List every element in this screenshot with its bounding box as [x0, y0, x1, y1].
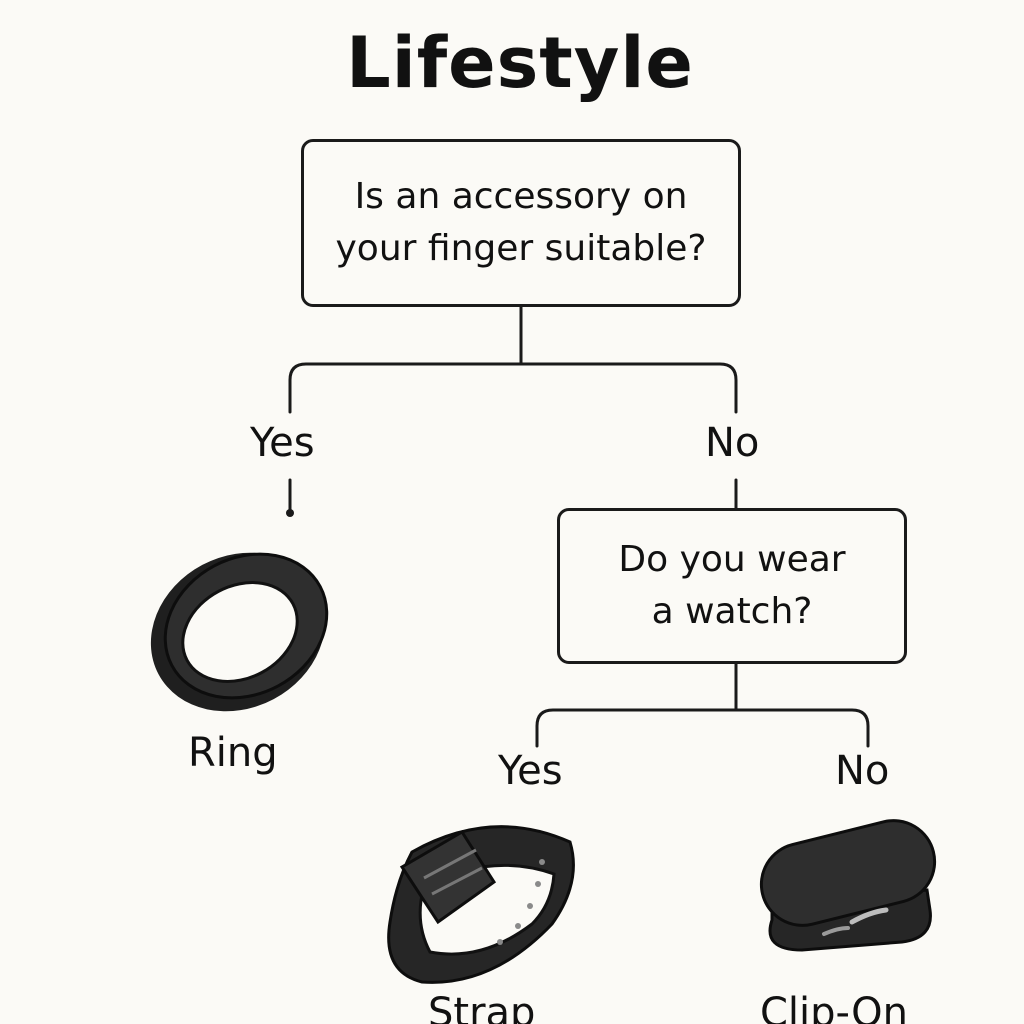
question-finger-box: Is an accessory on your finger suitable?	[301, 139, 741, 307]
strap-icon	[387, 825, 575, 984]
branch-label-finger-no: No	[705, 420, 760, 466]
question-watch-line1: Do you wear	[618, 539, 846, 580]
branch-label-watch-no: No	[835, 748, 890, 794]
connector-end-dot	[286, 509, 294, 517]
diagram-title: Lifestyle	[346, 22, 694, 104]
branch-label-finger-yes: Yes	[250, 420, 315, 466]
outcome-strap-label: Strap	[428, 990, 536, 1024]
question-finger-line1: Is an accessory on	[354, 176, 688, 217]
clip-on-icon	[759, 819, 937, 952]
ring-icon	[150, 552, 329, 712]
question-watch-box: Do you wear a watch?	[557, 508, 907, 664]
outcome-ring-label: Ring	[188, 730, 278, 776]
question-finger-line2: your finger suitable?	[335, 228, 707, 269]
connector-finger-split	[288, 362, 738, 414]
outcome-clip-on-label: Clip-On	[760, 990, 908, 1024]
connector-watch-split	[535, 708, 870, 748]
branch-label-watch-yes: Yes	[498, 748, 563, 794]
question-watch-line2: a watch?	[651, 591, 813, 632]
